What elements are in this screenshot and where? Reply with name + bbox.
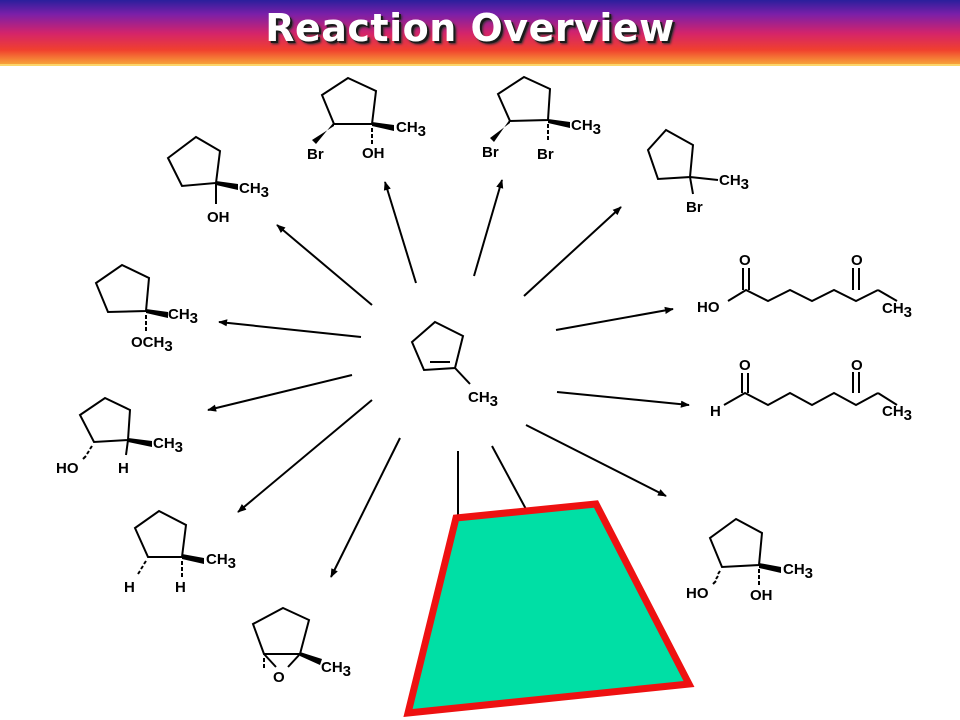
svg-text:HO: HO xyxy=(686,585,709,602)
svg-text:CH3: CH3 xyxy=(882,300,912,321)
arrow-to-alkyl-bromide xyxy=(523,206,622,297)
arrow-to-secondary-alcohol xyxy=(207,374,353,412)
dibromide-molecule: CH3 Br Br xyxy=(482,75,601,163)
keto-aldehyde-molecule: O O H CH3 xyxy=(710,357,912,424)
svg-text:OH: OH xyxy=(207,209,230,226)
methylcyclopentene-center xyxy=(410,320,471,385)
svg-text:H: H xyxy=(175,579,186,596)
arrow-to-tertiary-alcohol xyxy=(276,224,373,306)
arrow-to-keto-acid xyxy=(555,306,674,331)
svg-text:H: H xyxy=(118,460,129,477)
svg-text:O: O xyxy=(851,252,863,269)
svg-text:CH3: CH3 xyxy=(168,306,198,327)
svg-text:H: H xyxy=(124,579,135,596)
svg-text:CH3: CH3 xyxy=(239,180,269,201)
center-ch3-label: CH3 xyxy=(468,389,498,410)
title-bar: Reaction Overview xyxy=(0,0,960,64)
title-rule xyxy=(0,64,960,66)
svg-text:Br: Br xyxy=(686,199,703,216)
svg-text:CH3: CH3 xyxy=(153,435,183,456)
arrow-to-epoxide xyxy=(330,437,401,578)
svg-text:O: O xyxy=(739,252,751,269)
svg-text:HO: HO xyxy=(697,299,720,316)
svg-text:O: O xyxy=(273,669,285,686)
arrow-to-diol xyxy=(525,424,667,497)
svg-text:O: O xyxy=(851,357,863,374)
svg-text:OCH3: OCH3 xyxy=(131,334,173,355)
alkyl-bromide-molecule: CH3 Br xyxy=(646,128,749,216)
arrow-to-ether xyxy=(218,319,362,338)
arrow-to-alkane xyxy=(237,399,373,513)
svg-text:CH3: CH3 xyxy=(206,551,236,572)
svg-text:CH3: CH3 xyxy=(321,659,351,680)
svg-text:CH3: CH3 xyxy=(571,117,601,138)
svg-text:HO: HO xyxy=(56,460,79,477)
svg-text:O: O xyxy=(739,357,751,374)
svg-text:CH3: CH3 xyxy=(783,561,813,582)
epoxide-molecule: CH3 O xyxy=(251,606,351,686)
methyl-ether-molecule: CH3 OCH3 xyxy=(94,263,198,355)
svg-text:Br: Br xyxy=(482,144,499,161)
svg-text:Br: Br xyxy=(537,146,554,163)
arrow-to-dibromide xyxy=(473,179,504,277)
svg-text:Br: Br xyxy=(307,146,324,163)
arrow-to-bromohydrin xyxy=(383,181,417,284)
svg-text:OH: OH xyxy=(362,145,385,162)
tertiary-alcohol-molecule: CH3 OH xyxy=(166,135,269,226)
svg-text:CH3: CH3 xyxy=(882,403,912,424)
svg-text:CH3: CH3 xyxy=(396,119,426,140)
diol-molecule: CH3 HO OH xyxy=(686,517,813,604)
keto-acid-molecule: O O HO CH3 xyxy=(697,252,912,321)
svg-text:H: H xyxy=(710,403,721,420)
hidden-product-box xyxy=(403,500,695,717)
line-to-box-right xyxy=(491,445,528,512)
secondary-alcohol-molecule: CH3 HO H xyxy=(56,396,183,477)
page-title: Reaction Overview xyxy=(265,6,675,50)
bromohydrin-molecule: CH3 Br OH xyxy=(307,76,426,163)
svg-text:CH3: CH3 xyxy=(719,172,749,193)
arrow-to-keto-aldehyde xyxy=(556,391,690,408)
alkane-molecule: CH3 H H xyxy=(124,509,236,596)
svg-text:OH: OH xyxy=(750,587,773,604)
